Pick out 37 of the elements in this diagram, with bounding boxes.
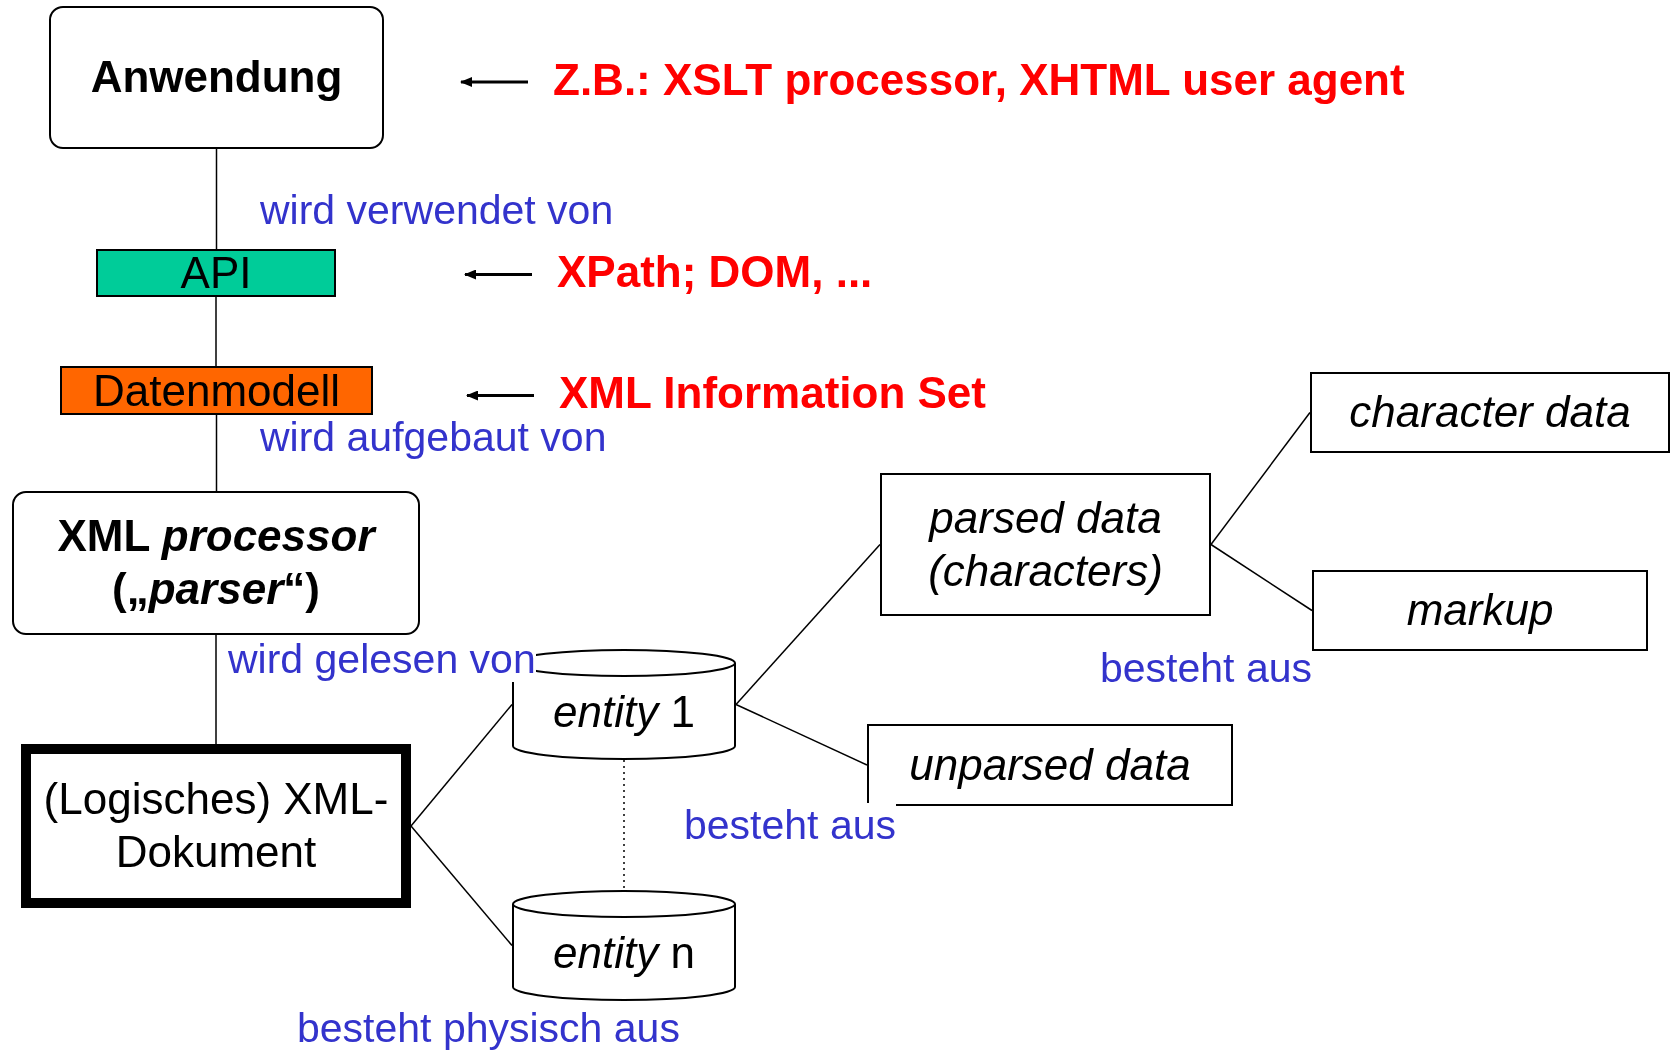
box-label: markup	[1406, 584, 1554, 637]
connector-line	[215, 414, 218, 492]
box-label: XML processor („parser“)	[56, 510, 378, 615]
box-label: parsed data (characters)	[927, 491, 1164, 597]
data-box	[880, 473, 1211, 616]
arrow	[464, 269, 532, 280]
connector-line	[735, 703, 868, 766]
connector-line	[623, 759, 625, 891]
box-label: entity 1	[553, 686, 695, 739]
connector-line	[1210, 543, 1313, 612]
box-label: Anwendung	[90, 51, 343, 104]
connector-line	[735, 543, 881, 706]
annotation-text: Z.B.: XSLT processor, XHTML user agent	[553, 50, 1563, 110]
data-box	[1312, 570, 1648, 651]
box-label: unparsed data	[909, 738, 1191, 791]
box-label: Datenmodell	[93, 368, 340, 413]
arrow	[466, 390, 534, 401]
process-box	[49, 6, 384, 149]
connector-line	[1210, 411, 1311, 546]
connector-line	[215, 148, 218, 250]
connector-line	[215, 296, 217, 367]
box-label: entity n	[553, 927, 695, 980]
data-box	[867, 724, 1233, 806]
connector-line	[410, 703, 513, 827]
connector-line	[215, 634, 217, 745]
entity-cylinder	[512, 890, 736, 1001]
api-box	[96, 249, 336, 297]
document-box	[21, 744, 411, 908]
arrow	[460, 77, 528, 87]
process-box	[12, 491, 420, 635]
box-label: (Logisches) XML-Dokument	[42, 773, 390, 878]
annotation-text: XPath; DOM, ...	[557, 245, 957, 300]
connector-line	[410, 825, 513, 947]
box-label: API	[180, 251, 252, 295]
box-label: character data	[1349, 386, 1631, 439]
data-model-box	[60, 366, 373, 415]
data-box	[1310, 372, 1670, 453]
